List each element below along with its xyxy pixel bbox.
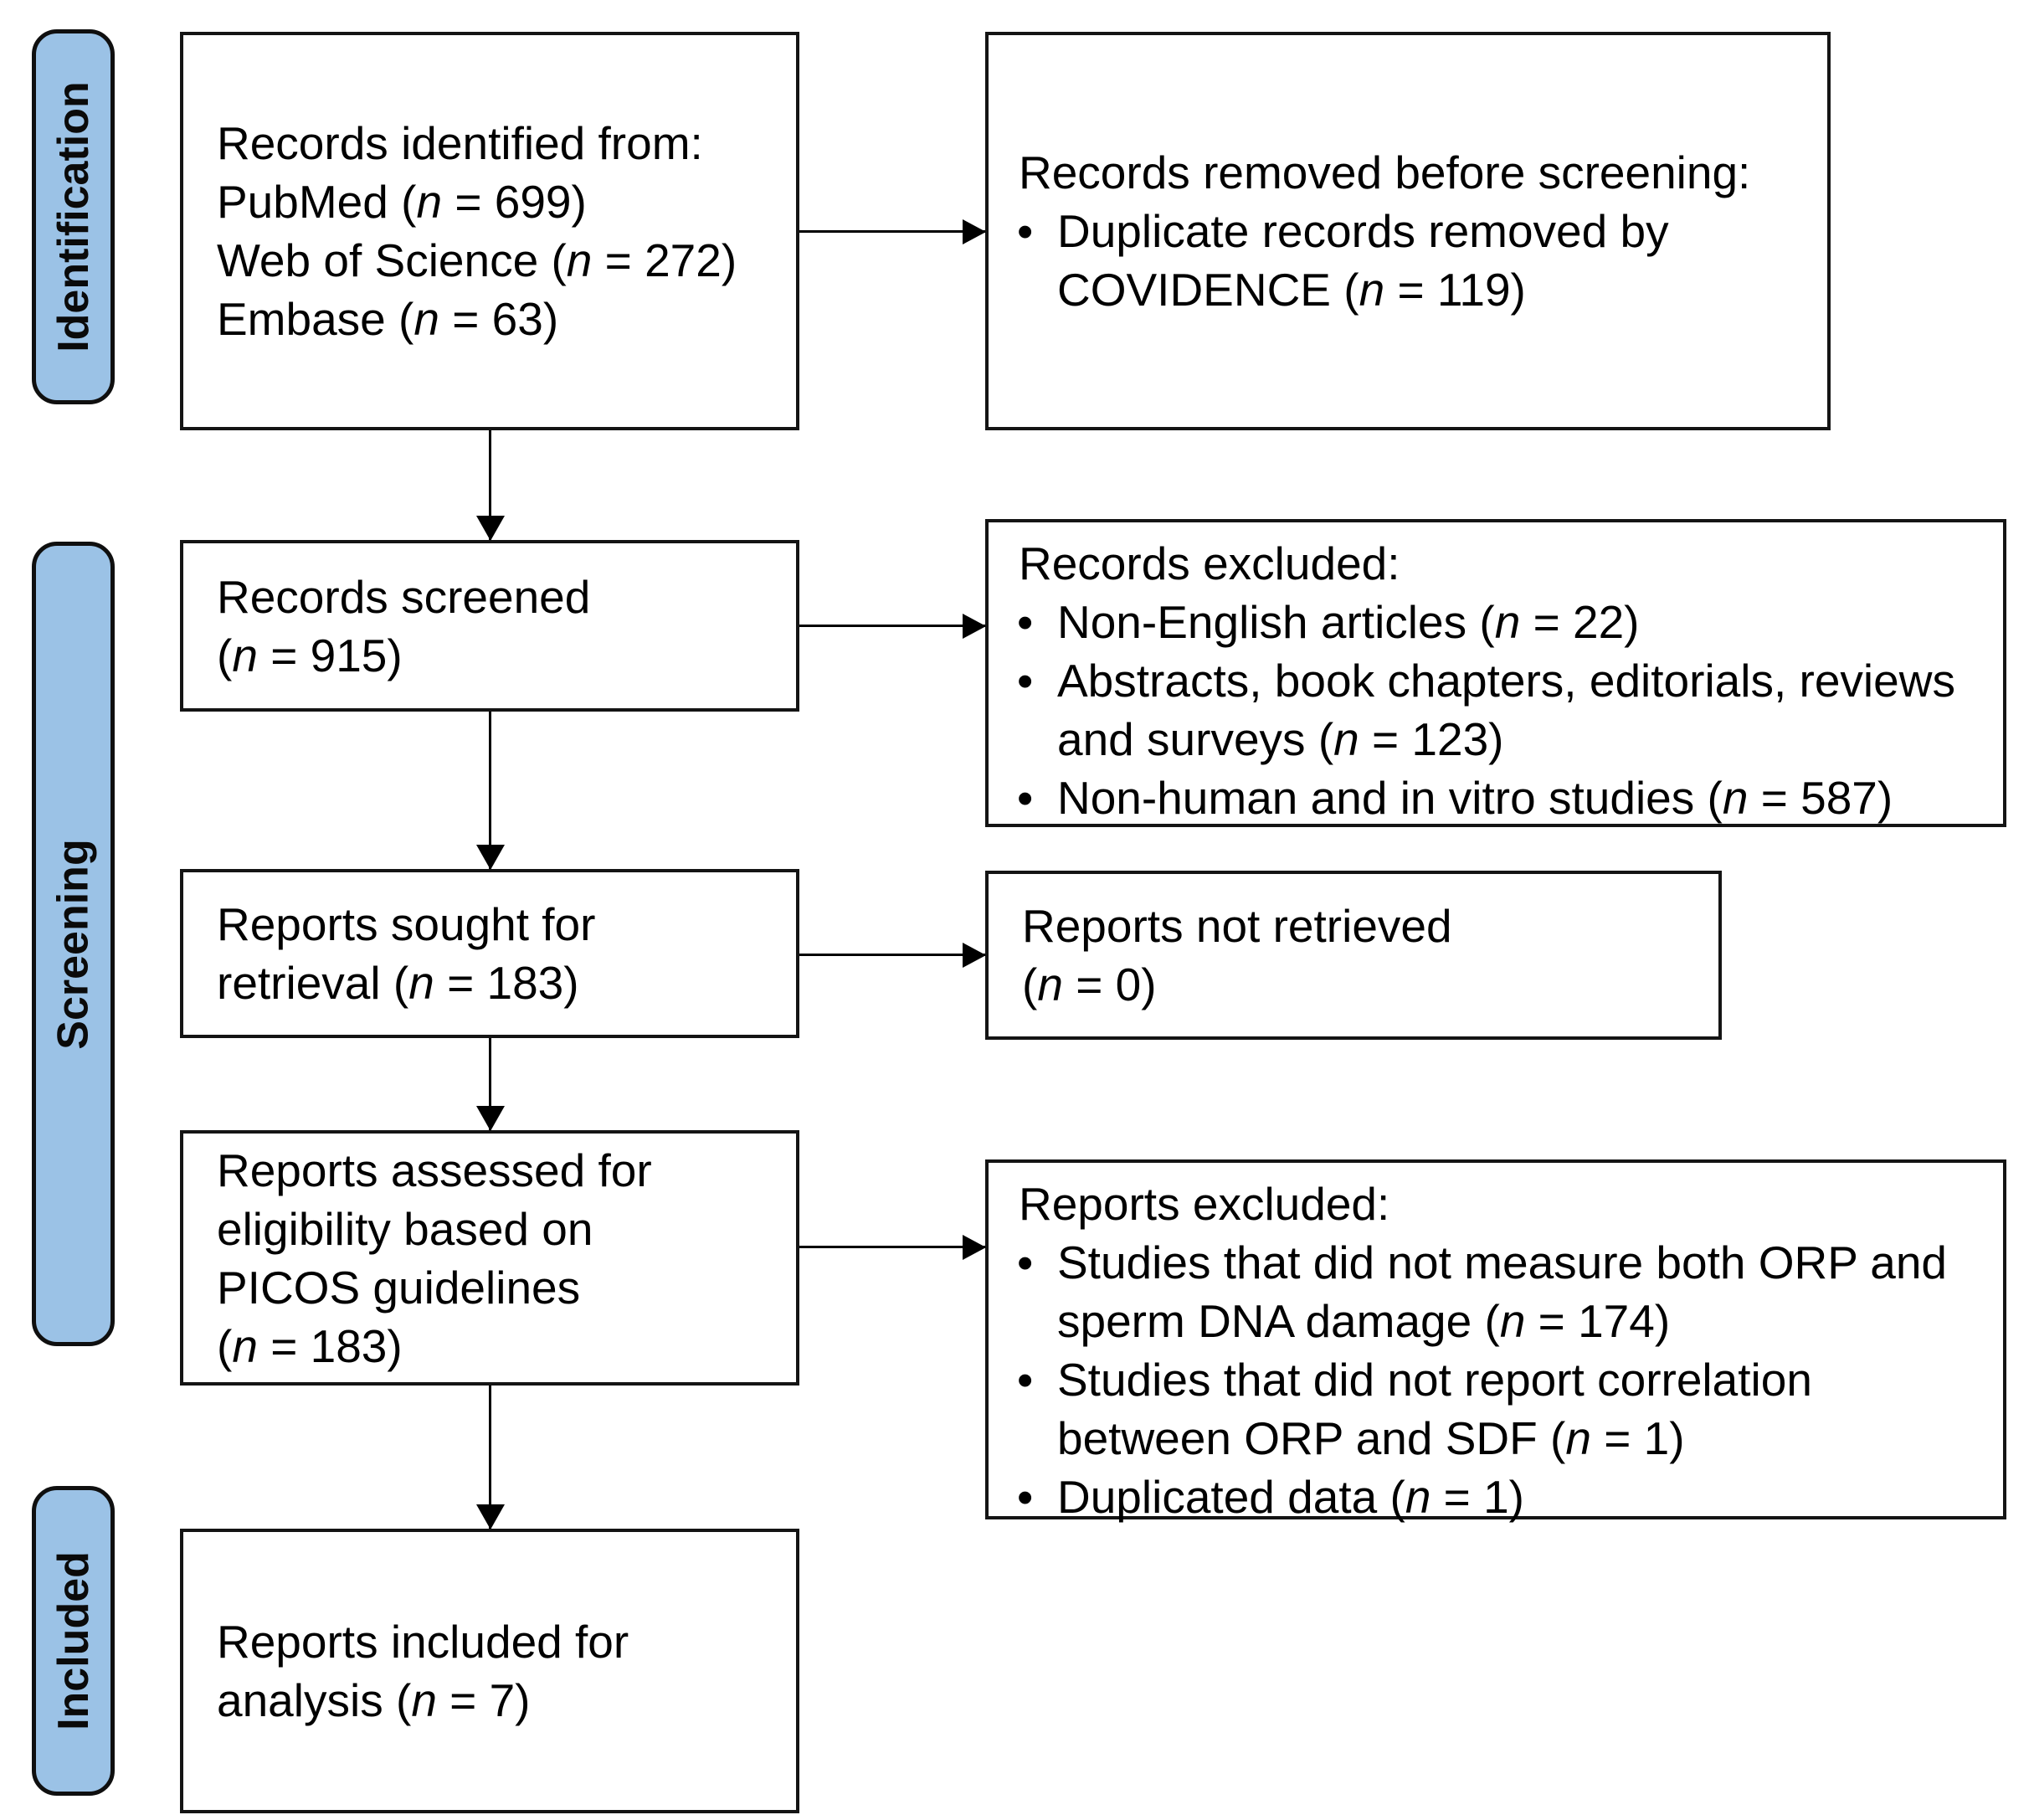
box-records-excluded: Records excluded: Non-English articles (… — [985, 519, 2006, 827]
box-records-removed: Records removed before screening: Duplic… — [985, 32, 1831, 430]
bullet-item: Abstracts, book chapters, editorials, re… — [989, 651, 2003, 769]
arrow-assessed-to-included — [489, 1386, 491, 1529]
box-records-identified: Records identified from: PubMed (n = 699… — [180, 32, 799, 430]
box-line: eligibility based on — [217, 1202, 593, 1255]
arrow-assessed-to-reports-excluded — [799, 1246, 985, 1248]
box-line: Records screened — [217, 570, 591, 623]
box-reports-included: Reports included for analysis (n = 7) — [180, 1529, 799, 1813]
box-line: PICOS guidelines — [217, 1261, 581, 1314]
bullet-text: Non-English articles (n = 22) — [1057, 596, 1640, 648]
bullet-text: Abstracts, book chapters, editorials, re… — [1057, 655, 1955, 765]
bullet-icon — [1017, 202, 1057, 260]
bullet-text: Studies that did not report correlation … — [1057, 1354, 1812, 1464]
bullet-item: Duplicated data (n = 1) — [989, 1468, 2003, 1526]
box-line: Reports sought for — [217, 898, 596, 950]
bullet-text: Duplicate records removed by COVIDENCE (… — [1057, 205, 1669, 316]
box-line: (n = 183) — [217, 1319, 403, 1372]
box-line: analysis (n = 7) — [217, 1674, 531, 1726]
bullet-item: Non-human and in vitro studies (n = 587) — [989, 769, 2003, 827]
box-reports-excluded: Reports excluded: Studies that did not m… — [985, 1159, 2006, 1523]
box-line: Records identified from: — [217, 117, 703, 169]
box-title: Reports excluded: — [1019, 1178, 1390, 1230]
box-line: (n = 915) — [217, 629, 403, 681]
arrow-screened-to-excluded — [799, 625, 985, 627]
box-line: Reports not retrieved — [1022, 900, 1452, 952]
box-line: (n = 0) — [1022, 959, 1157, 1010]
box-title: Records excluded: — [1019, 537, 1400, 589]
bullet-icon — [1017, 1233, 1057, 1292]
arrow-identified-to-screened — [489, 430, 491, 540]
arrow-sought-to-assessed — [489, 1038, 491, 1130]
box-line: Embase (n = 63) — [217, 293, 559, 345]
bullet-text: Duplicated data (n = 1) — [1057, 1471, 1524, 1523]
stage-label-identification: Identification — [32, 29, 115, 404]
arrow-sought-to-not-retrieved — [799, 954, 985, 956]
box-line: Reports assessed for — [217, 1144, 652, 1196]
stage-label-text: Screening — [49, 838, 98, 1050]
box-reports-sought: Reports sought for retrieval (n = 183) — [180, 869, 799, 1038]
box-line: PubMed (n = 699) — [217, 176, 587, 228]
bullet-icon — [1017, 651, 1057, 710]
stage-label-screening: Screening — [32, 542, 115, 1346]
arrow-identified-to-removed — [799, 230, 985, 233]
arrow-screened-to-sought — [489, 712, 491, 869]
stage-label-text: Included — [49, 1551, 98, 1730]
box-reports-not-retrieved: Reports not retrieved (n = 0) — [985, 871, 1722, 1040]
bullet-icon — [1017, 1468, 1057, 1526]
bullet-text: Studies that did not measure both ORP an… — [1057, 1236, 1947, 1347]
bullet-icon — [1017, 769, 1057, 827]
bullet-item: Non-English articles (n = 22) — [989, 593, 2003, 651]
stage-label-text: Identification — [49, 81, 98, 352]
bullet-icon — [1017, 593, 1057, 651]
box-reports-assessed: Reports assessed for eligibility based o… — [180, 1130, 799, 1386]
bullet-icon — [1017, 1350, 1057, 1409]
bullet-item: Studies that did not report correlation … — [989, 1350, 2003, 1468]
box-line: Reports included for — [217, 1616, 629, 1668]
box-line: retrieval (n = 183) — [217, 957, 579, 1009]
box-records-screened: Records screened (n = 915) — [180, 540, 799, 712]
box-line: Web of Science (n = 272) — [217, 234, 737, 286]
bullet-item: Duplicate records removed by COVIDENCE (… — [989, 202, 1827, 319]
box-title: Records removed before screening: — [1019, 147, 1751, 198]
stage-label-included: Included — [32, 1486, 115, 1796]
bullet-item: Studies that did not measure both ORP an… — [989, 1233, 2003, 1350]
bullet-text: Non-human and in vitro studies (n = 587) — [1057, 772, 1893, 824]
